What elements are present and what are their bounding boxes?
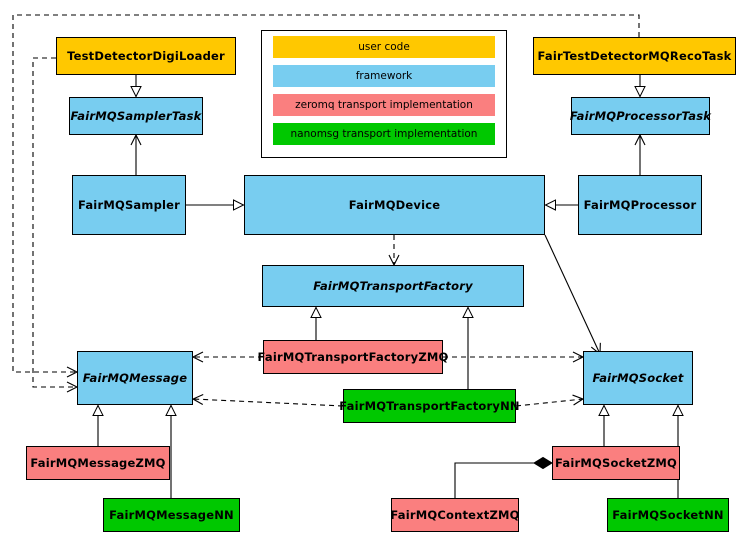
class-label: FairMQDevice bbox=[348, 197, 441, 212]
class-label: FairMQTransportFactoryNN bbox=[339, 398, 520, 413]
class-node-fair-mq-transport-factory[interactable]: FairMQTransportFactory bbox=[262, 265, 524, 307]
legend-label-nanomsg: nanomsg transport implementation bbox=[290, 128, 478, 140]
legend-item-framework: framework bbox=[273, 65, 495, 87]
class-label: FairTestDetectorMQRecoTask bbox=[537, 48, 732, 63]
legend-label-framework: framework bbox=[355, 70, 413, 82]
class-node-fair-mq-transport-factory-zmq[interactable]: FairMQTransportFactoryZMQ bbox=[258, 340, 448, 374]
class-label: FairMQProcessor bbox=[583, 197, 697, 212]
class-node-fair-mq-message-zmq[interactable]: FairMQMessageZMQ bbox=[26, 446, 170, 480]
class-label: TestDetectorDigiLoader bbox=[67, 48, 225, 63]
class-label: FairMQSocketNN bbox=[612, 507, 724, 522]
class-node-fair-mq-message-nn[interactable]: FairMQMessageNN bbox=[103, 498, 240, 532]
legend-item-zeromq: zeromq transport implementation bbox=[273, 94, 495, 116]
class-node-fair-mq-socket-nn[interactable]: FairMQSocketNN bbox=[607, 498, 729, 532]
class-label: FairMQMessageNN bbox=[109, 507, 234, 522]
class-label: FairMQTransportFactory bbox=[313, 278, 473, 293]
class-node-fair-mq-message[interactable]: FairMQMessage bbox=[77, 351, 193, 405]
class-label: FairMQContextZMQ bbox=[390, 507, 520, 522]
legend-label-user-code: user code bbox=[358, 41, 410, 53]
class-label: FairMQMessage bbox=[82, 370, 188, 385]
class-node-fair-mq-device[interactable]: FairMQDevice bbox=[244, 175, 545, 235]
class-label: FairMQProcessorTask bbox=[569, 108, 712, 123]
class-label: FairMQSamplerTask bbox=[70, 108, 202, 123]
class-node-test-detector-digi-loader[interactable]: TestDetectorDigiLoader bbox=[56, 37, 236, 75]
class-node-fair-mq-transport-factory-nn[interactable]: FairMQTransportFactoryNN bbox=[339, 389, 520, 423]
class-node-fair-mq-context-zmq[interactable]: FairMQContextZMQ bbox=[390, 498, 520, 532]
class-label: FairMQSocket bbox=[592, 370, 684, 385]
legend-item-nanomsg: nanomsg transport implementation bbox=[273, 123, 495, 145]
class-label: FairMQSampler bbox=[77, 197, 181, 212]
class-node-fair-mq-processor[interactable]: FairMQProcessor bbox=[578, 175, 702, 235]
legend-item-user-code: user code bbox=[273, 36, 495, 58]
class-node-fair-mq-sampler-task[interactable]: FairMQSamplerTask bbox=[69, 97, 203, 135]
class-label: FairMQSocketZMQ bbox=[555, 455, 677, 470]
class-node-fair-mq-processor-task[interactable]: FairMQProcessorTask bbox=[569, 97, 712, 135]
class-node-fair-test-detector-mq-reco-task[interactable]: FairTestDetectorMQRecoTask bbox=[533, 37, 736, 75]
class-node-fair-mq-socket[interactable]: FairMQSocket bbox=[583, 351, 693, 405]
legend-label-zeromq: zeromq transport implementation bbox=[295, 99, 473, 111]
class-label: FairMQTransportFactoryZMQ bbox=[257, 349, 449, 364]
class-node-fair-mq-sampler[interactable]: FairMQSampler bbox=[72, 175, 186, 235]
class-node-fair-mq-socket-zmq[interactable]: FairMQSocketZMQ bbox=[552, 446, 680, 480]
class-label: FairMQMessageZMQ bbox=[30, 455, 166, 470]
